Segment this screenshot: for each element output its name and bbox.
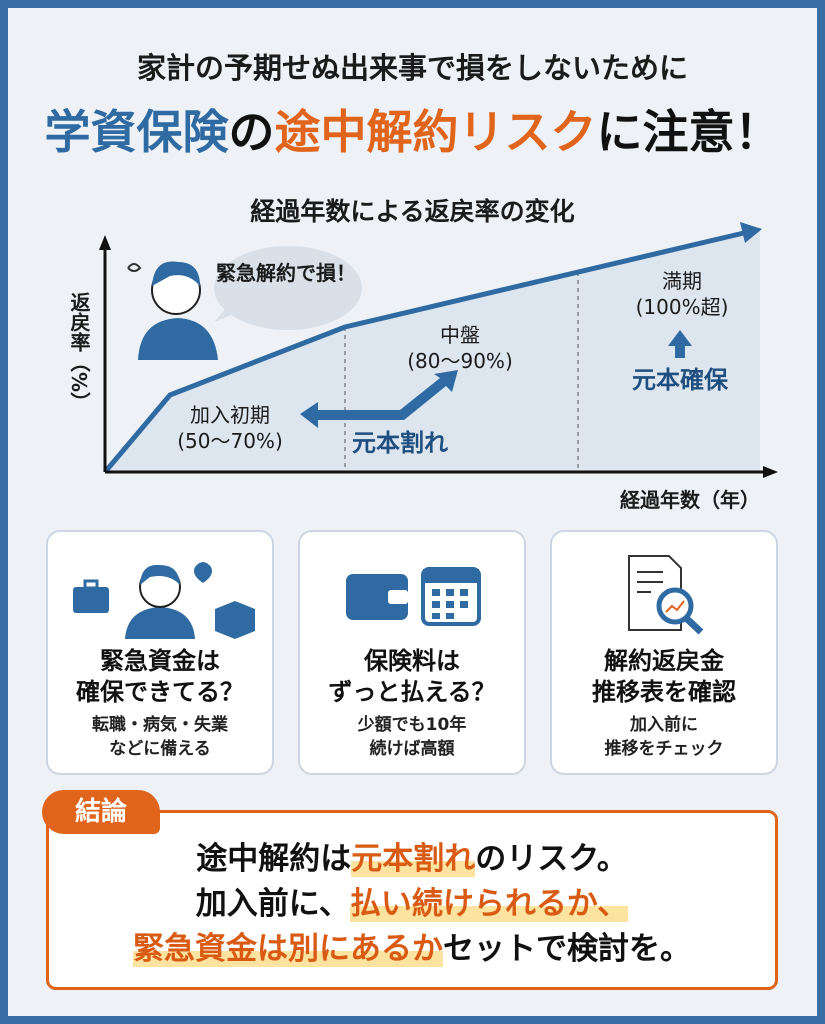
worried-person-icon — [127, 261, 218, 360]
conclusion-line-2: 加入前に、払い続けられるか、 — [49, 882, 775, 927]
mature-label: 満期 — [662, 269, 702, 293]
document-magnifier-icon — [628, 555, 704, 635]
mature-range: (100%超) — [635, 295, 729, 319]
mid-range: (80〜90%) — [407, 349, 513, 373]
mature-phase: 満期(100%超) — [612, 268, 752, 320]
text: セットで検討を。 — [443, 930, 691, 967]
card-subtitle: 推移をチェック — [604, 739, 724, 760]
early-phase: 加入初期(50〜70%) — [160, 402, 300, 454]
card-subtitle: 続けば高額 — [369, 739, 455, 760]
card-title: 緊急資金は — [100, 647, 220, 675]
title-blue: 学資保険 — [44, 105, 229, 159]
conclusion-line-3: 緊急資金は別にあるかセットで検討を。 — [49, 927, 775, 972]
mid-label: 中盤 — [440, 323, 480, 347]
return-rate-line — [103, 229, 749, 474]
chart-svg — [99, 222, 778, 478]
y-axis-label: 返戻率（%） — [67, 292, 91, 413]
card-subtitle: などに備える — [109, 739, 211, 760]
card-title: 解約返戻金 — [604, 647, 724, 675]
title-no: の — [228, 105, 275, 159]
card-subtitle: 加入前に — [630, 715, 698, 736]
text: 途中解約は — [196, 841, 352, 877]
header-subtitle: 家計の予期せぬ出来事で損をしないために — [136, 51, 688, 85]
worried-person-briefcase-icon — [73, 562, 255, 639]
wallet-icon — [346, 574, 408, 620]
conclusion-line-1: 途中解約は元本割れのリスク。 — [49, 837, 775, 882]
text: のリスク。 — [475, 841, 628, 877]
title-end: に注意！ — [596, 105, 781, 159]
card-emergency-fund: 緊急資金は確保できてる？ 転職・病気・失業などに備える — [46, 530, 274, 775]
card-title: 推移表を確認 — [592, 678, 736, 707]
y-axis-arrow — [99, 235, 111, 250]
x-axis-arrow — [763, 466, 778, 478]
early-range: (50〜70%) — [177, 429, 283, 453]
loss-label: 元本割れ — [352, 429, 448, 457]
header-title: 学資保険の途中解約リスクに注意！ — [0, 96, 825, 162]
title-orange: 途中解約リスク — [274, 105, 597, 159]
card-title: ずっと払える？ — [328, 678, 496, 707]
highlight: 緊急資金は別にあるか — [133, 930, 443, 967]
card-title: 保険料は — [364, 647, 460, 675]
x-axis-label: 経過年数（年） — [620, 488, 760, 512]
highlight: 元本割れ — [351, 841, 476, 877]
text: 加入前に、 — [195, 885, 350, 922]
speech-bubble — [214, 246, 362, 330]
conclusion-tag: 結論 — [42, 790, 160, 834]
card-title: 確保できてる？ — [76, 678, 244, 707]
secure-arrow-icon — [668, 330, 692, 358]
chart-area — [105, 230, 760, 472]
card-surrender-table: 解約返戻金推移表を確認 加入前に推移をチェック — [550, 530, 778, 775]
line-arrowhead — [740, 222, 762, 243]
chart-title: 経過年数による返戻率の変化 — [250, 197, 575, 226]
bubble-text: 緊急解約で損！ — [216, 261, 356, 285]
card-subtitle: 転職・病気・失業 — [92, 715, 228, 736]
secure-label: 元本確保 — [632, 366, 728, 394]
conclusion-box: 途中解約は元本割れのリスク。 加入前に、払い続けられるか、 緊急資金は別にあるか… — [46, 810, 778, 990]
calendar-icon — [421, 567, 481, 626]
card-premium: 保険料はずっと払える？ 少額でも10年続けば高額 — [298, 530, 526, 775]
mid-phase: 中盤(80〜90%) — [390, 322, 530, 374]
early-label: 加入初期 — [190, 403, 270, 427]
card-subtitle: 少額でも10年 — [357, 715, 467, 736]
loss-arrow — [300, 370, 458, 428]
highlight: 払い続けられるか、 — [349, 885, 629, 922]
